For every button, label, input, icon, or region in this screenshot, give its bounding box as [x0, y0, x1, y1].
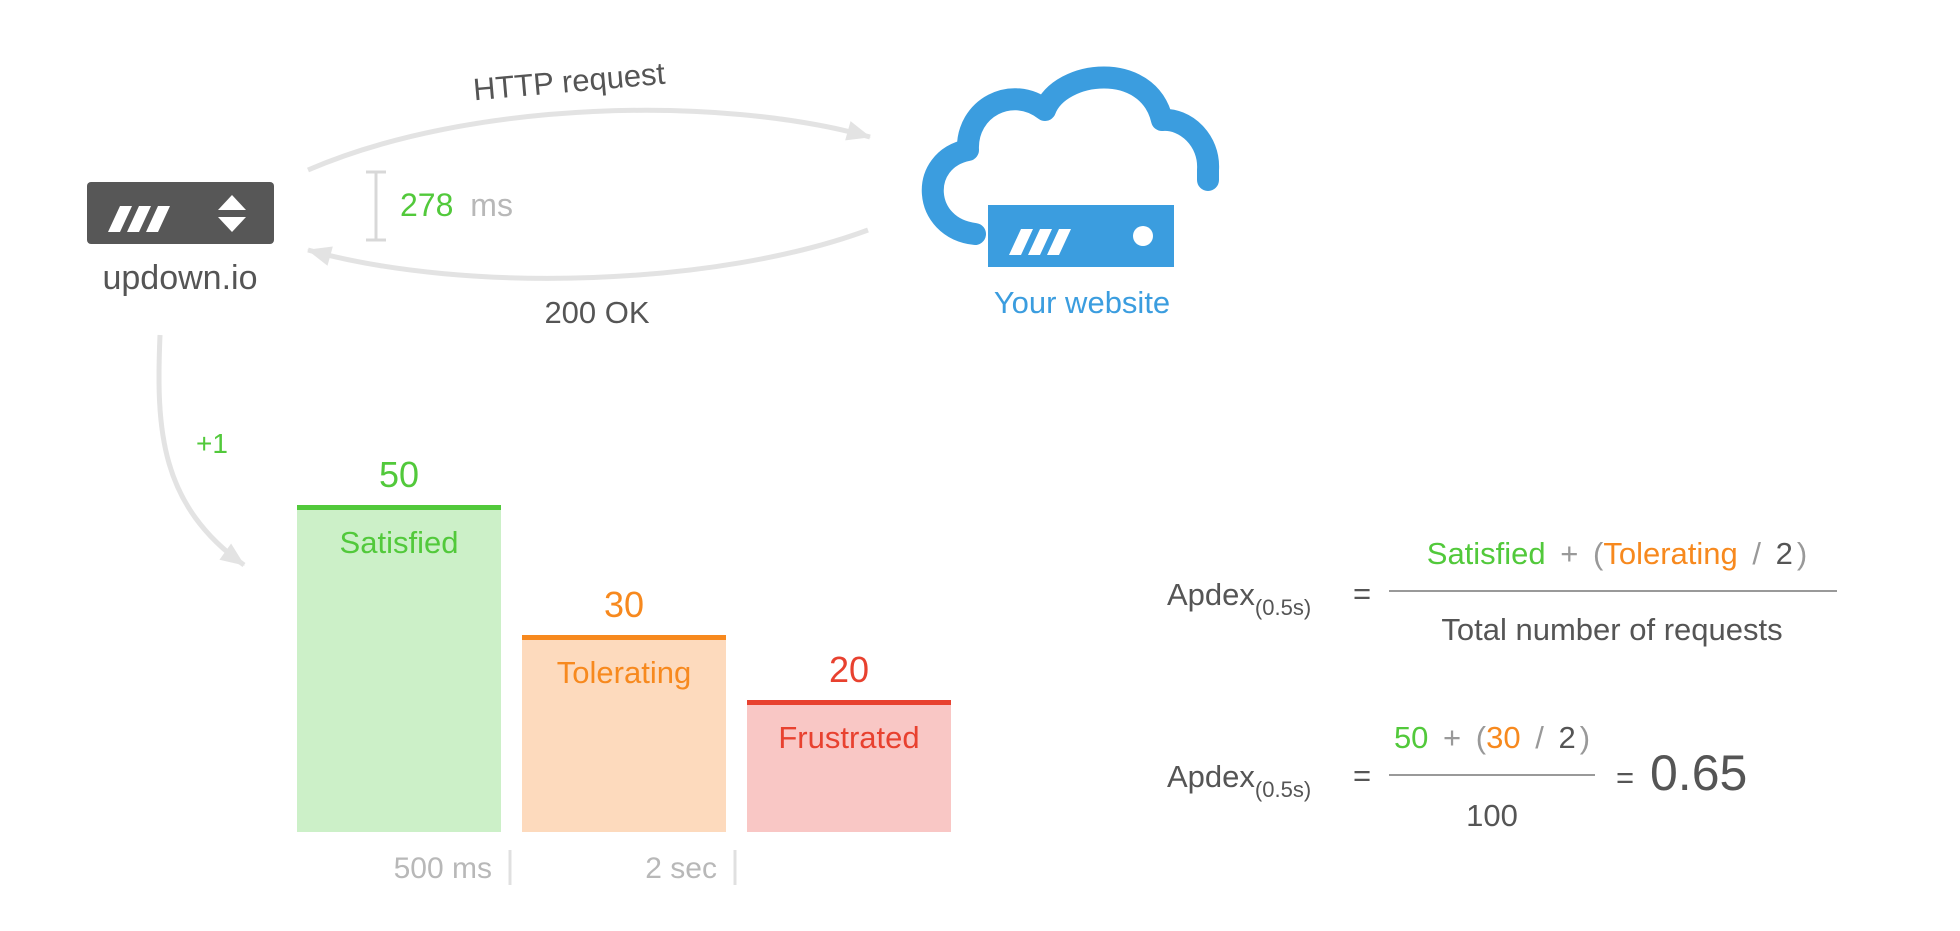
equals-sign-example: = [1353, 758, 1371, 793]
bar-frustrated [747, 702, 951, 832]
apdex-formula: Apdex(0.5s) = Satisfied + (Tolerating / … [1167, 536, 1837, 647]
bar-tolerating [522, 637, 726, 832]
bar-label-tolerating: Tolerating [557, 655, 691, 690]
threshold-label-2sec: 2 sec [645, 852, 717, 885]
increment-arrow [156, 334, 246, 568]
response-time-bracket [366, 170, 386, 242]
bar-label-frustrated: Frustrated [778, 720, 919, 755]
example-numerator: 50 + (30 / 2) [1394, 720, 1590, 755]
formula-numerator: Satisfied + (Tolerating / 2) [1427, 536, 1807, 571]
updown-device-icon [87, 182, 274, 244]
threshold-markers [508, 850, 737, 885]
bar-value-satisfied: 50 [379, 454, 419, 495]
formula-denominator: Total number of requests [1441, 612, 1782, 647]
client-label: updown.io [102, 259, 257, 297]
response-time: 278 ms [400, 187, 513, 223]
result-equals: = [1616, 760, 1634, 795]
apdex-result: 0.65 [1650, 745, 1747, 801]
bar-label-satisfied: Satisfied [340, 525, 459, 560]
example-denominator: 100 [1466, 798, 1518, 833]
apdex-example: Apdex(0.5s) = 50 + (30 / 2) 100 = 0.65 [1167, 720, 1747, 833]
server-label: Your website [994, 285, 1170, 320]
response-label: 200 OK [544, 295, 649, 330]
bar-value-tolerating: 30 [604, 584, 644, 625]
threshold-label-500ms: 500 ms [394, 852, 492, 885]
bar-top-line-tolerating [522, 635, 726, 640]
response-time-unit: ms [470, 187, 513, 223]
increment-label: +1 [196, 428, 228, 459]
apdex-label-example: Apdex(0.5s) [1167, 759, 1311, 802]
request-label: HTTP request [472, 56, 667, 108]
bar-top-line-satisfied [297, 505, 501, 510]
request-arrow [307, 107, 871, 173]
response-arrow [307, 227, 869, 281]
bar-top-line-frustrated [747, 700, 951, 705]
apdex-label: Apdex(0.5s) [1167, 577, 1311, 620]
bar-value-frustrated: 20 [829, 649, 869, 690]
cloud-server-icon [921, 66, 1220, 267]
response-time-value: 278 [400, 187, 453, 223]
bar-satisfied [297, 507, 501, 832]
equals-sign: = [1353, 576, 1371, 611]
